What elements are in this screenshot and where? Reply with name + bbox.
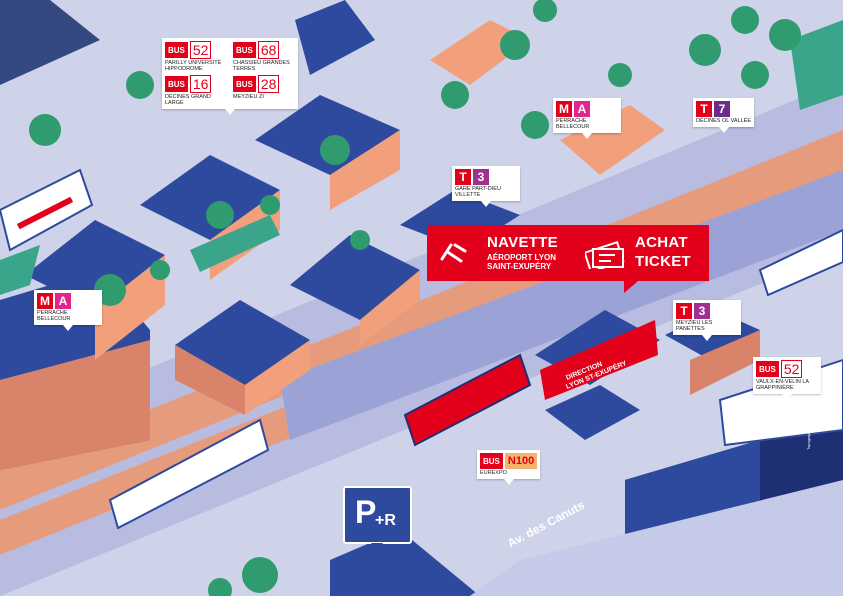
destination: PERRACHE BELLECOUR <box>556 118 590 130</box>
rx-logo-icon <box>440 243 467 263</box>
line-number: 3 <box>473 169 489 185</box>
destination: CHASSIEU GRANDES TERRES <box>233 60 290 72</box>
line-number: 3 <box>694 303 710 319</box>
line-number: 7 <box>714 101 730 117</box>
bus-badge: BUS <box>233 42 256 58</box>
ticket-icon <box>585 240 625 269</box>
bus-badge: BUS <box>480 453 503 469</box>
line-number: 16 <box>189 75 212 93</box>
tram-badge: T <box>676 303 692 319</box>
park-and-ride-sign: P +R <box>343 486 412 552</box>
destination: MEYZIEU LES PANETTES <box>676 320 713 332</box>
destination: GARE PART-DIEU VILLETTE <box>455 186 501 198</box>
destination: DÉCINES GRAND LARGE <box>165 94 211 106</box>
destination: MEYZIEU ZI <box>233 94 264 100</box>
destination: DÉCINES OL VALLÉE <box>696 118 752 124</box>
bus-badge: BUS <box>165 42 188 58</box>
line-letter: A <box>55 293 71 309</box>
station-shelter: DIRECTION LYON ST-EXUPÉRY <box>535 310 660 400</box>
road-avenue <box>470 480 843 596</box>
tram-badge: T <box>455 169 471 185</box>
shuttle-title: NAVETTE <box>487 234 558 251</box>
destination: PARILLY UNIVERSITÉ HIPPODROME <box>165 60 222 72</box>
bus-badge: BUS <box>165 76 188 92</box>
building-left-wall <box>0 340 150 470</box>
building-topleft <box>0 0 100 85</box>
ticket-title-2: TICKET <box>635 253 691 270</box>
building-bottom-middle <box>330 530 480 596</box>
grass-patches <box>0 20 843 295</box>
trees <box>29 0 801 596</box>
shuttle-sign: NAVETTE AÉROPORT LYON SAINT-EXUPÉRY ACHA… <box>427 225 709 293</box>
line-number: 68 <box>257 41 280 59</box>
bus-badge: BUS <box>756 361 779 377</box>
line-number: 52 <box>189 41 212 59</box>
map-credit: Topographie / Manuel Pinel <box>806 401 811 450</box>
destination: VAULX-EN-VELIN LA GRAPPINIÈRE <box>756 379 809 391</box>
metro-badge: M <box>556 101 572 117</box>
line-number: 52 <box>780 360 803 378</box>
line-number: N100 <box>504 453 538 469</box>
tram-badge: T <box>696 101 712 117</box>
destination: PERRACHE BELLECOUR <box>37 310 71 322</box>
parking-p-label: P <box>355 494 377 530</box>
shuttle-subtitle-2: SAINT-EXUPÉRY <box>487 262 552 271</box>
shuttle-subtitle-1: AÉROPORT LYON <box>487 253 557 262</box>
line-number: 28 <box>257 75 280 93</box>
shelter-blocks <box>25 0 760 440</box>
destination: EUREXPO <box>480 470 507 476</box>
ticket-title-1: ACHAT <box>635 234 688 251</box>
parking-r-label: +R <box>375 512 396 529</box>
bus-badge: BUS <box>233 76 256 92</box>
line-letter: A <box>574 101 590 117</box>
metro-badge: M <box>37 293 53 309</box>
